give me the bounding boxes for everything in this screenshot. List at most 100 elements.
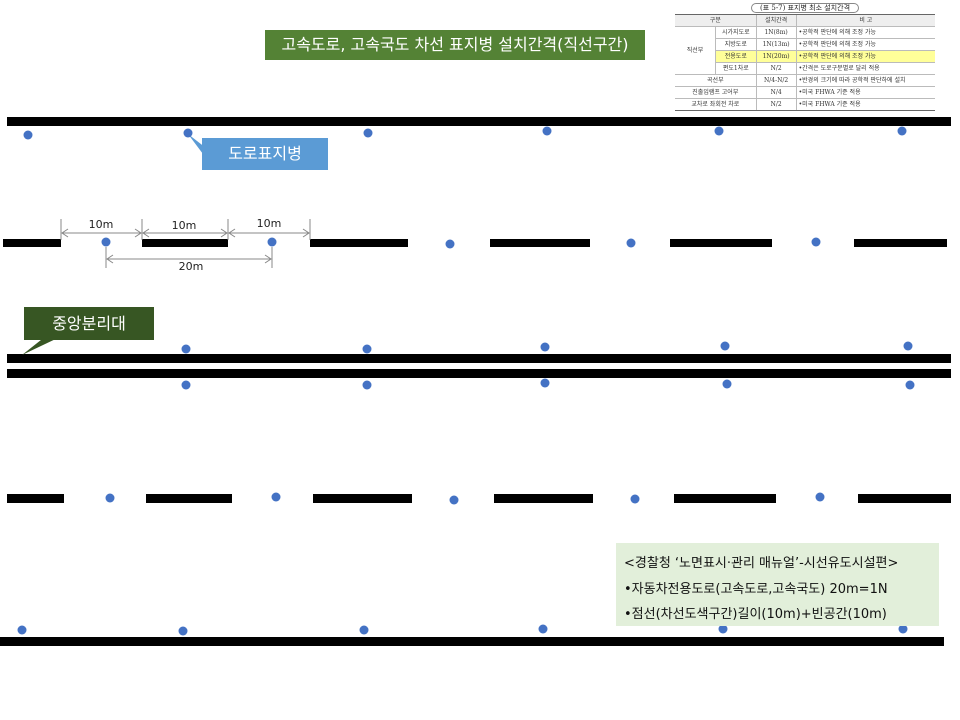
table-cell: 곡선부	[675, 74, 757, 87]
road-marker	[540, 342, 550, 352]
road-marker	[181, 344, 191, 354]
table-cell: 1N(13m)	[755, 38, 797, 51]
table-cell: 전용도로	[715, 50, 757, 63]
table-cell: 1N(8m)	[755, 26, 797, 39]
road-markers	[17, 126, 915, 636]
lane-dash	[142, 239, 228, 247]
road-marker	[17, 625, 27, 635]
road-marker	[267, 237, 277, 247]
table-header-remarks: 비 고	[795, 14, 935, 27]
table-row: 곡선부 N/4-N/2 •반경의 크기에 따라 공학적 판단하에 설치	[675, 74, 935, 87]
road-marker	[183, 128, 193, 138]
median-line-upper	[7, 354, 951, 363]
road-marker	[538, 624, 548, 634]
solid-lines	[0, 117, 951, 646]
reference-note: <경찰청 ‘노면표시·관리 매뉴얼’-시선유도시설편> •자동차전용도로(고속도…	[616, 543, 939, 626]
lane-dash	[490, 239, 590, 247]
reference-line-3: •점선(차선도색구간)길이(10m)+빈공간(10m)	[624, 607, 887, 622]
lane-dash	[7, 494, 64, 503]
delineator-callout-pointer	[188, 134, 206, 158]
table-row: 직선부 시가지도로 1N(8m) •공학적 판단에 의해 조정 가능	[675, 26, 935, 75]
dimension-lines	[60, 219, 311, 268]
table-cell: 편도1차로	[715, 62, 757, 75]
road-marker	[626, 238, 636, 248]
road-marker	[101, 237, 111, 247]
road-marker	[362, 380, 372, 390]
road-marker	[359, 625, 369, 635]
road-marker	[898, 624, 908, 634]
table-cell: •미국 FHWA 기준 적용	[795, 98, 935, 111]
table-cell: N/4	[755, 86, 797, 99]
road-marker	[897, 126, 907, 136]
table-cell: N/2	[755, 62, 797, 75]
road-marker	[630, 494, 640, 504]
dashed-lane-upper	[3, 239, 947, 247]
table-row: 진출입램프 고어부 N/4 •미국 FHWA 기준 적용	[675, 86, 935, 99]
road-marker	[363, 128, 373, 138]
median-callout-pointer	[22, 336, 62, 355]
bottom-edge-line	[0, 637, 944, 646]
road-marker	[905, 380, 915, 390]
table-row: 편도1차로 N/2 •간격은 도로구분별로 달리 적용	[675, 62, 935, 75]
road-marker	[362, 344, 372, 354]
reference-line-2: •자동차전용도로(고속도로,고속국도) 20m=1N	[624, 582, 888, 597]
table-caption: (표 5-7) 표지병 최소 설치간격	[675, 2, 935, 14]
table-cell: 지방도로	[715, 38, 757, 51]
table-cell: •미국 FHWA 기준 적용	[795, 86, 935, 99]
spacing-table: (표 5-7) 표지병 최소 설치간격 구분 설치간격 비 고 직선부 시가지도…	[675, 2, 935, 111]
road-marker	[23, 130, 33, 140]
road-marker	[445, 239, 455, 249]
table-cell: 시가지도로	[715, 26, 757, 39]
table-cell: 1N(20m)	[755, 50, 797, 63]
lane-dash	[854, 239, 947, 247]
dimension-label-3: 10m	[257, 217, 282, 230]
lane-dash	[313, 494, 412, 503]
table-row-highlighted: 전용도로 1N(20m) •공학적 판단에 의해 조정 가능	[675, 50, 935, 63]
road-marker	[105, 493, 115, 503]
road-marker	[540, 378, 550, 388]
road-marker	[722, 379, 732, 389]
road-marker	[178, 626, 188, 636]
dimension-label-2: 10m	[172, 219, 197, 232]
delineator-label: 도로표지병	[202, 138, 328, 170]
diagram-title: 고속도로, 고속국도 차선 표지병 설치간격(직선구간)	[265, 30, 645, 60]
table-cell: N/2	[755, 98, 797, 111]
table-cell: •공학적 판단에 의해 조정 가능	[795, 38, 935, 51]
road-marker	[903, 341, 913, 351]
lane-dash	[146, 494, 232, 503]
lane-dash	[494, 494, 593, 503]
table-header-category: 구분	[675, 14, 757, 27]
road-marker	[449, 495, 459, 505]
lane-dash	[674, 494, 776, 503]
road-marker	[542, 126, 552, 136]
table-group-label: 직선부	[675, 26, 716, 75]
road-marker	[271, 492, 281, 502]
road-marker	[720, 341, 730, 351]
table-row: 지방도로 1N(13m) •공학적 판단에 의해 조정 가능	[675, 38, 935, 51]
top-edge-line	[7, 117, 951, 126]
dimension-label-1: 10m	[89, 218, 114, 231]
table-cell: •반경의 크기에 따라 공학적 판단하에 설치	[795, 74, 935, 87]
table-cell: •공학적 판단에 의해 조정 가능	[795, 50, 935, 63]
table-cell: N/4-N/2	[755, 74, 797, 87]
lane-dash	[858, 494, 951, 503]
road-marker	[181, 380, 191, 390]
table-header-spacing: 설치간격	[755, 14, 797, 27]
dimension-label-20m: 20m	[179, 260, 204, 273]
median-label: 중앙분리대	[24, 307, 154, 340]
table-cell: 진출입램프 고어부	[675, 86, 757, 99]
lane-dash	[670, 239, 772, 247]
road-marker	[718, 624, 728, 634]
road-marker	[714, 126, 724, 136]
reference-line-1: <경찰청 ‘노면표시·관리 매뉴얼’-시선유도시설편>	[624, 556, 899, 571]
lane-dash	[3, 239, 61, 247]
dashed-lane-lower	[7, 494, 951, 503]
table-row: 교차로 좌회전 차로 N/2 •미국 FHWA 기준 적용	[675, 98, 935, 111]
lane-dash	[310, 239, 408, 247]
median-line-lower	[7, 369, 951, 378]
road-marker	[811, 237, 821, 247]
table-cell: •공학적 판단에 의해 조정 가능	[795, 26, 935, 39]
table-cell: 교차로 좌회전 차로	[675, 98, 757, 111]
table-cell: •간격은 도로구분별로 달리 적용	[795, 62, 935, 75]
